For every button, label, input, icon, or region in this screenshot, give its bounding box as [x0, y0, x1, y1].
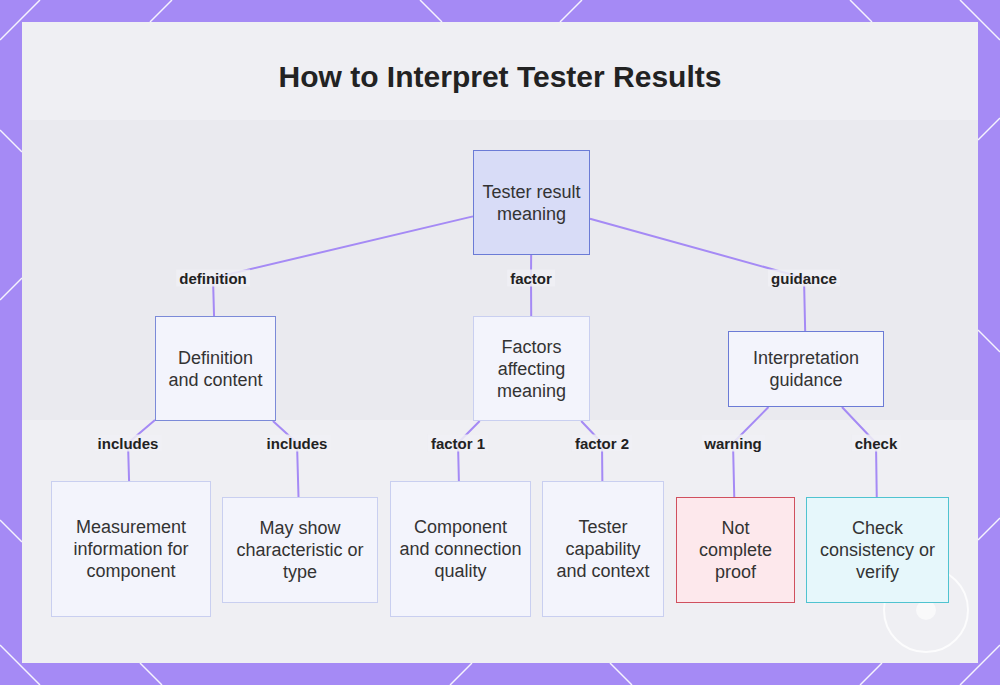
connector-line: [842, 407, 877, 497]
diagram-title: How to Interpret Tester Results: [0, 60, 1000, 94]
node-text: Not complete proof: [685, 517, 786, 583]
edge-label: check: [852, 435, 901, 452]
edge-label: includes: [95, 435, 162, 452]
node-text: Check consistency or verify: [815, 517, 940, 583]
logo-mark: [916, 600, 936, 620]
node-text: Component and connection quality: [399, 516, 522, 582]
detail-box: Measurement information for component: [51, 481, 211, 617]
edge-label: warning: [701, 435, 765, 452]
blurred-backdrop: [22, 120, 978, 420]
detail-box: May show characteristic or type: [222, 497, 378, 603]
detail-box: Tester capability and context: [542, 481, 664, 617]
node-text: Tester capability and context: [551, 516, 655, 582]
connector-line: [733, 407, 769, 497]
edge-label: includes: [264, 435, 331, 452]
node-text: Measurement information for component: [60, 516, 202, 582]
node-text: Tester result meaning: [482, 181, 581, 225]
category-box: Definition and content: [155, 316, 276, 421]
category-box: Interpretation guidance: [728, 331, 884, 407]
check-box: Check consistency or verify: [806, 497, 949, 603]
edge-label: factor 1: [428, 435, 488, 452]
detail-box: Component and connection quality: [390, 481, 531, 617]
node-text: May show characteristic or type: [231, 517, 369, 583]
root-box: Tester result meaning: [473, 150, 590, 255]
connector-line: [273, 421, 299, 497]
connector-line: [213, 216, 473, 316]
edge-label: guidance: [768, 270, 840, 287]
category-box: Factors affecting meaning: [473, 316, 590, 421]
content-panel: [22, 22, 978, 663]
node-text: Definition and content: [164, 347, 267, 391]
edge-label: factor 2: [572, 435, 632, 452]
node-text: Interpretation guidance: [737, 347, 875, 391]
edge-label: factor: [507, 270, 555, 287]
node-text: Factors affecting meaning: [482, 336, 581, 402]
warning-box: Not complete proof: [676, 497, 795, 603]
edge-label: definition: [176, 270, 250, 287]
